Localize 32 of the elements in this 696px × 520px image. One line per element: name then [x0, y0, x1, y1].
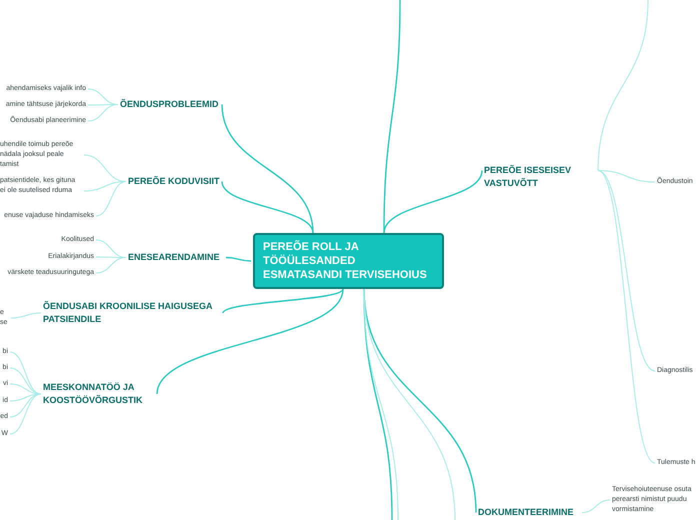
connector-line: [156, 288, 344, 394]
connector-line: [84, 181, 126, 192]
connector-line: [364, 288, 456, 520]
connector-line: [598, 0, 648, 171]
connector-line: [383, 0, 401, 233]
connector-line: [96, 181, 126, 216]
connector-line: [221, 181, 314, 234]
branch-topic: DOKUMENTEERIMINE: [478, 506, 580, 519]
connector-line: [10, 394, 42, 402]
connector-line: [598, 170, 656, 182]
connector-line: [96, 257, 126, 274]
connector-line: [582, 500, 610, 513]
branch-topic: ENESEARENDAMINE: [128, 251, 224, 264]
connector-line: [10, 368, 42, 394]
connector-line: [363, 288, 477, 513]
connector-line: [96, 240, 126, 258]
connector-line: [10, 352, 42, 394]
branch-topic: MEESKONNATÖÖ JA KOOSTÖÖVÕRGUSTIK: [43, 381, 155, 407]
branch-topic: PEREÕE KODUVISIIT: [128, 175, 220, 188]
branch-topic: ÕENDUSABI KROONILISE HAIGUSEGA PATSIENDILE: [43, 300, 221, 326]
connector-line: [222, 288, 344, 314]
branch-topic: ÕENDUSPROBLEEMID: [120, 98, 220, 111]
connector-line: [598, 170, 656, 372]
connector-line: [10, 394, 42, 418]
branch-topic: PEREÕE ISESEISEV VASTUVÕTT: [484, 164, 596, 190]
connector-line: [598, 170, 656, 464]
central-topic-box: PEREÕE ROLL JA TÖÖÜLESANDED ESMATASANDI TERVISEHOIUS: [253, 233, 444, 289]
connector-line: [88, 104, 118, 122]
connector-line: [10, 312, 42, 318]
connector-line: [226, 256, 252, 262]
connector-line: [383, 170, 483, 234]
connector-line: [10, 394, 42, 434]
